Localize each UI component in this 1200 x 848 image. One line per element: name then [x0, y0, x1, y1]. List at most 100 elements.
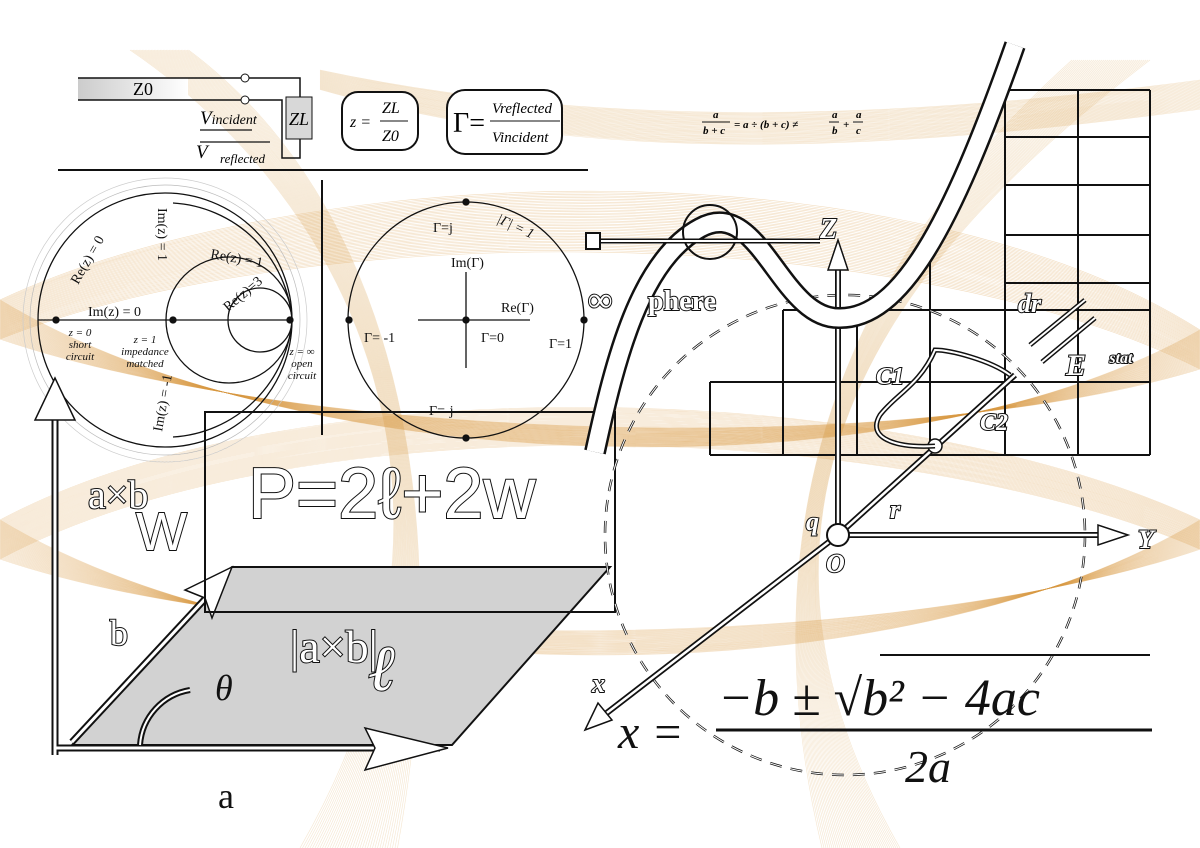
band-line — [319, 82, 1200, 134]
gamma-formula-den: Vincident — [492, 130, 549, 146]
vector-b — [70, 583, 220, 744]
band-line — [0, 232, 1200, 435]
z0-label: short — [69, 339, 93, 351]
v-reflected-sub: reflected — [220, 151, 265, 166]
wires — [78, 77, 301, 159]
identity-t2-den: c — [856, 125, 861, 137]
band-line — [319, 87, 1200, 143]
band-line — [0, 229, 1200, 435]
band-line — [0, 214, 1200, 440]
zinf-label: circuit — [288, 370, 317, 382]
band-line — [817, 59, 1147, 848]
band-line — [806, 59, 1109, 848]
band-line — [0, 231, 1200, 435]
band-line — [0, 236, 1200, 434]
band-line — [319, 76, 1200, 124]
axb-label: a×b — [88, 472, 148, 517]
band-line — [0, 242, 1200, 432]
band-line — [319, 88, 1200, 143]
smith-chart — [22, 177, 308, 463]
zinf-label: open — [291, 358, 313, 370]
band-line — [319, 86, 1200, 140]
r-vector-label: r⃗ — [890, 495, 920, 524]
load-box — [285, 96, 313, 140]
band-line — [817, 59, 1149, 848]
band-line — [319, 71, 1200, 116]
band-line — [0, 212, 1200, 441]
band-line — [0, 237, 1200, 433]
zl-label: ZL — [289, 109, 309, 129]
point — [52, 316, 60, 324]
z0-label: circuit — [66, 351, 95, 363]
band-line — [0, 225, 1200, 437]
quadratic-numerator: −b ± √b² − 4ac — [718, 670, 1040, 727]
band-line — [814, 59, 1137, 848]
x-arrowhead — [583, 701, 614, 732]
v-reflected: V — [196, 142, 210, 163]
re-gamma-label: Re(Γ) — [501, 301, 534, 316]
band-line — [805, 59, 1105, 848]
im0-label: Im(z) = 0 — [88, 305, 141, 320]
band-line — [812, 59, 1129, 848]
band-line — [319, 81, 1200, 132]
identity-den: b + c — [703, 125, 725, 137]
band-line — [0, 190, 1200, 448]
band-line — [0, 226, 1200, 436]
band-line — [319, 78, 1200, 127]
band-line — [806, 59, 1107, 848]
band-line — [804, 59, 1101, 848]
band-line — [0, 215, 1200, 440]
field-axes — [583, 237, 1131, 732]
im-pos-arc — [172, 202, 293, 321]
band-line — [319, 88, 1200, 144]
perimeter-formula: P=2ℓ+2w — [248, 454, 536, 534]
im-neg-arc — [172, 319, 293, 438]
band-line — [319, 73, 1200, 120]
band-line — [319, 81, 1200, 133]
z-formula-num: ZL — [382, 100, 400, 117]
band-line — [809, 59, 1119, 848]
band-line — [0, 239, 1200, 433]
band-line — [319, 80, 1200, 130]
band-line — [0, 198, 1200, 445]
z1-label: matched — [126, 358, 164, 370]
z0-label: z = 0 — [68, 327, 92, 339]
im-gamma-label: Im(Γ) — [451, 256, 484, 271]
transmission-line-diagram: Z0 ZL Vincident V reflected z = ZL Z0 Γ=… — [58, 73, 588, 171]
band-line — [0, 197, 1200, 446]
band-line — [815, 59, 1141, 848]
z-axis-label: Z — [819, 214, 837, 245]
smith-ring — [29, 184, 301, 456]
identity-t1-num: a — [832, 109, 838, 121]
a-label: a — [218, 776, 234, 816]
identity-plus: + — [843, 119, 849, 131]
band-line — [0, 194, 1200, 447]
band-line — [319, 77, 1200, 125]
gamma-plane — [345, 198, 588, 442]
dr-label: dr⃗ — [1018, 289, 1061, 318]
band-line — [811, 59, 1127, 848]
band-line — [319, 72, 1200, 118]
band-line — [0, 223, 1200, 437]
band-line — [319, 86, 1200, 141]
gamma-formula-lhs: Γ= — [453, 108, 485, 139]
band-line — [319, 79, 1200, 129]
band-line — [0, 192, 1200, 447]
band-line — [319, 77, 1200, 126]
point — [286, 316, 294, 324]
identity-t2-num: a — [856, 109, 862, 121]
z1-label: z = 1 — [133, 334, 157, 346]
y-arrowhead — [1097, 523, 1131, 547]
band-line — [319, 70, 1200, 114]
band-line — [319, 82, 1200, 134]
ell-label: ℓ — [368, 633, 395, 704]
band-line — [802, 59, 1095, 848]
band-line — [0, 222, 1200, 438]
origin-label: O — [826, 549, 845, 578]
wave-arrows — [200, 129, 270, 143]
band-line — [319, 78, 1200, 128]
identity-t1-den: b — [832, 125, 838, 137]
band-line — [319, 84, 1200, 137]
band-line — [813, 59, 1133, 848]
